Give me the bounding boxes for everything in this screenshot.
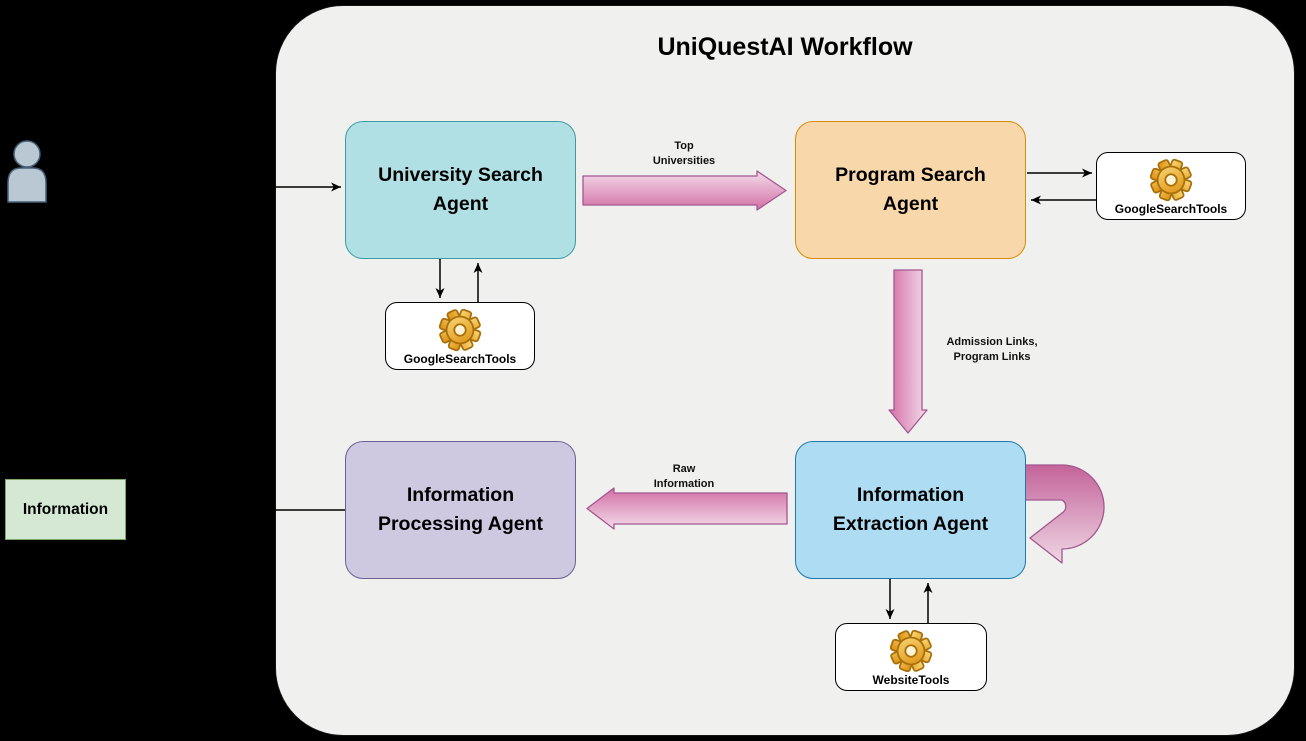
node-university-search-agent: University Search Agent <box>345 121 576 259</box>
gear-icon <box>438 308 482 351</box>
edge-label-admission-links: Admission Links, Program Links <box>946 336 1038 363</box>
gear-icon <box>889 629 933 672</box>
edge-label-raw-information: Raw Information <box>653 463 715 490</box>
node-information: Information <box>5 479 126 540</box>
node-label: GoogleSearchTools <box>1114 201 1228 216</box>
node-program-search-agent: Program Search Agent <box>795 121 1026 259</box>
node-label: Information <box>22 500 109 518</box>
node-label: GoogleSearchTools <box>403 351 517 366</box>
node-information-extraction-agent: Information Extraction Agent <box>795 441 1026 579</box>
flow-arrow-self-loop <box>1021 464 1105 564</box>
user-icon <box>7 140 47 203</box>
node-website-tools: WebsiteTools <box>835 623 987 691</box>
flow-arrow-admission-links <box>888 269 928 434</box>
node-google-search-tools-right: GoogleSearchTools <box>1096 152 1246 220</box>
node-label: Information Extraction Agent <box>832 483 989 535</box>
node-label: Information Processing Agent <box>377 483 544 535</box>
node-google-search-tools-left: GoogleSearchTools <box>385 302 535 370</box>
gear-icon <box>1149 158 1193 201</box>
diagram-title: UniQuestAI Workflow <box>657 33 913 61</box>
flow-arrow-raw-information <box>586 487 788 530</box>
flow-arrow-top-universities <box>582 170 787 211</box>
node-label: University Search Agent <box>378 163 543 215</box>
node-label: Program Search Agent <box>835 163 986 215</box>
node-label: WebsiteTools <box>872 672 950 687</box>
node-information-processing-agent: Information Processing Agent <box>345 441 576 579</box>
edge-label-top-universities: Top Universities <box>652 140 716 167</box>
